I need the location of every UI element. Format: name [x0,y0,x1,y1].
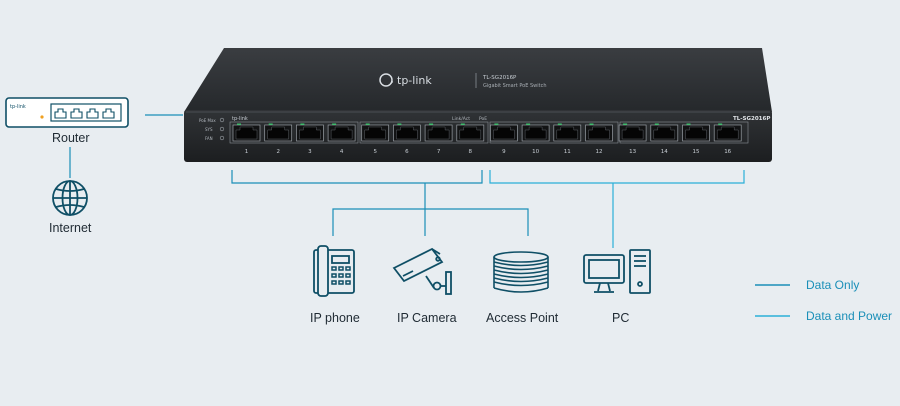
switch-top-surface [184,48,772,112]
ethernet-port-11 [553,123,582,142]
ethernet-port-13 [618,123,647,142]
port-number-label: 6 [405,149,409,155]
internet-label: Internet [49,221,92,235]
port-number-label: 16 [724,149,731,155]
ethernet-port-8 [456,123,485,142]
ethernet-port-14 [650,123,679,142]
ethernet-port-3 [296,123,324,142]
ethernet-port-15 [682,123,710,142]
port-number-label: 12 [596,149,603,155]
ethernet-port-5 [361,123,390,142]
poe-switch: p tp-link TL-SG2016P Gigabit Smart PoE S… [184,48,772,162]
poe-label: PoE [479,116,487,122]
switch-subtitle: Gigabit Smart PoE Switch [483,83,547,89]
svg-text:p: p [391,79,394,84]
ethernet-port-9 [490,123,518,142]
access-point-label: Access Point [486,311,559,325]
port-number-label: 10 [532,149,539,155]
ip-camera-icon [392,247,452,295]
ethernet-port-2 [264,123,293,142]
ethernet-port-7 [424,123,453,142]
port-number-label: 14 [661,149,668,155]
port-number-label: 9 [502,149,506,155]
switch-model-badge: TL-SG2016P [733,116,770,122]
switch-model-top: TL-SG2016P [482,75,517,81]
port-number-label: 5 [373,149,377,155]
data-and-power-bracket [489,170,745,184]
port-number-label: 11 [564,149,571,155]
panel-brand-text: tp-link [232,116,248,122]
access-point-icon [493,251,549,293]
router-brand-text: tp-link [10,104,26,110]
led-label-poe-max: PoE Max [199,118,216,123]
switch-logo: p tp-link [379,73,432,87]
legend-data-only-text: Data Only [806,278,860,292]
ethernet-port-10 [521,123,550,142]
port-number-label: 7 [437,149,441,155]
globe-icon [52,180,88,216]
ethernet-port-16 [713,123,742,142]
led-label-fan: FAN [205,136,213,141]
legend-data-and-power-text: Data and Power [806,309,893,323]
switch-brand-text: tp-link [397,74,432,87]
port-number-label: 15 [693,149,700,155]
led-indicators: PoE Max SYS FAN [199,117,225,141]
pc-label: PC [612,311,630,325]
port-number-label: 3 [308,149,312,155]
ethernet-port-6 [393,123,421,142]
link-act-label: Link/Act [452,116,470,122]
ip-camera-label: IP Camera [397,311,457,325]
port-number-label: 2 [276,149,280,155]
ethernet-port-12 [585,123,613,142]
router-label: Router [52,131,90,145]
led-label-sys: SYS [205,127,213,132]
ip-phone-label: IP phone [310,311,360,325]
port-number-label: 1 [245,149,249,155]
port-number-label: 4 [340,149,344,155]
pc-icon [583,249,651,294]
port-number-label: 13 [629,149,636,155]
port-number-label: 8 [469,149,473,155]
data-only-bracket [231,170,483,184]
ethernet-port-1 [232,123,261,142]
ip-phone-icon [313,245,355,297]
ethernet-port-4 [327,123,356,142]
router-icon: tp-link [5,97,129,128]
